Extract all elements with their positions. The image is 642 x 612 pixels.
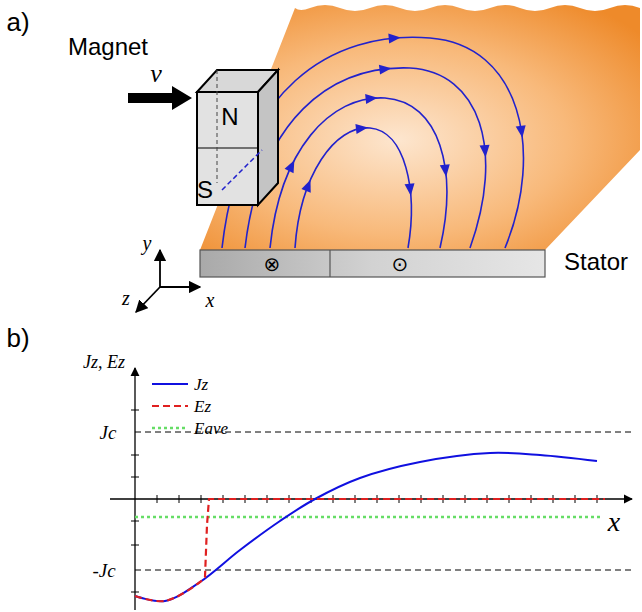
node-text: Magnet: [68, 35, 148, 59]
field-arrow: [285, 158, 299, 173]
field-arrow: [480, 145, 491, 158]
axis-label: -Jc: [92, 561, 115, 580]
field-arrow: [516, 125, 528, 138]
node-text: ⊙: [392, 254, 409, 274]
magnet-side: [258, 70, 278, 205]
axis-label: x: [608, 508, 620, 536]
legend-sample: [152, 427, 188, 430]
x-axis-3d: [160, 286, 200, 288]
legend-sample: [152, 383, 188, 385]
stator-slab: ⊗ ⊙ Stator: [200, 250, 640, 278]
tick: [131, 410, 139, 411]
magnet-block: MagnetN S: [55, 30, 280, 210]
field-line: [295, 128, 411, 248]
axis-label: y: [143, 233, 152, 253]
field-line: [245, 68, 486, 248]
legend-sample: [152, 405, 188, 407]
minus-jc-line: [135, 570, 632, 571]
y-axis-3d: [159, 250, 161, 287]
legend-text: Jz: [194, 376, 208, 393]
field-arrow: [301, 178, 315, 193]
legend-text: Eave: [194, 420, 228, 437]
axis-label: Jz, Ez: [83, 353, 125, 371]
field-line: [270, 98, 447, 248]
axis-label: z: [122, 288, 130, 308]
panel-label: b): [6, 325, 29, 351]
node-text: ⊗: [264, 254, 281, 274]
field-arrow: [388, 33, 401, 44]
node-text: S: [197, 178, 213, 202]
jz-curve: [135, 453, 597, 601]
panel-label: a): [6, 9, 29, 35]
axis-ticks: [131, 410, 597, 592]
tick: [157, 495, 158, 503]
tick: [131, 545, 139, 546]
tick: [179, 495, 180, 503]
node-text: Stator: [564, 250, 628, 274]
stator-face: [200, 250, 545, 277]
tick: [131, 477, 139, 478]
axis-label: v: [150, 61, 162, 87]
plot-y-axis: [134, 368, 135, 610]
node-text: N: [221, 105, 238, 129]
legend-samples: [152, 384, 188, 428]
field-arrow: [355, 123, 368, 134]
hidden-field-line: [222, 150, 262, 190]
tick: [131, 455, 139, 456]
tick: [131, 592, 139, 593]
legend-text: Ez: [194, 398, 211, 415]
hidden-edge: [217, 70, 218, 183]
stator-surface: [200, 5, 640, 250]
stator-divider: [329, 250, 330, 277]
field-arrow: [365, 93, 378, 104]
axis-label: x: [206, 290, 215, 310]
velocity-arrow: [128, 86, 192, 110]
magnet-front: [197, 92, 258, 205]
field-arrow: [440, 164, 451, 177]
ez-curve: [135, 499, 605, 601]
tick: [201, 495, 202, 503]
e-ave-curve: [135, 516, 600, 519]
tick: [131, 521, 139, 522]
field-line: [222, 37, 523, 248]
field-lines: [222, 33, 527, 248]
z-axis-3d: [136, 287, 160, 312]
axis-label: Jc: [100, 423, 117, 442]
magnet-divider: [197, 148, 258, 149]
field-arrow: [405, 183, 416, 196]
field-arrow: [379, 63, 392, 74]
curves: [135, 453, 605, 601]
